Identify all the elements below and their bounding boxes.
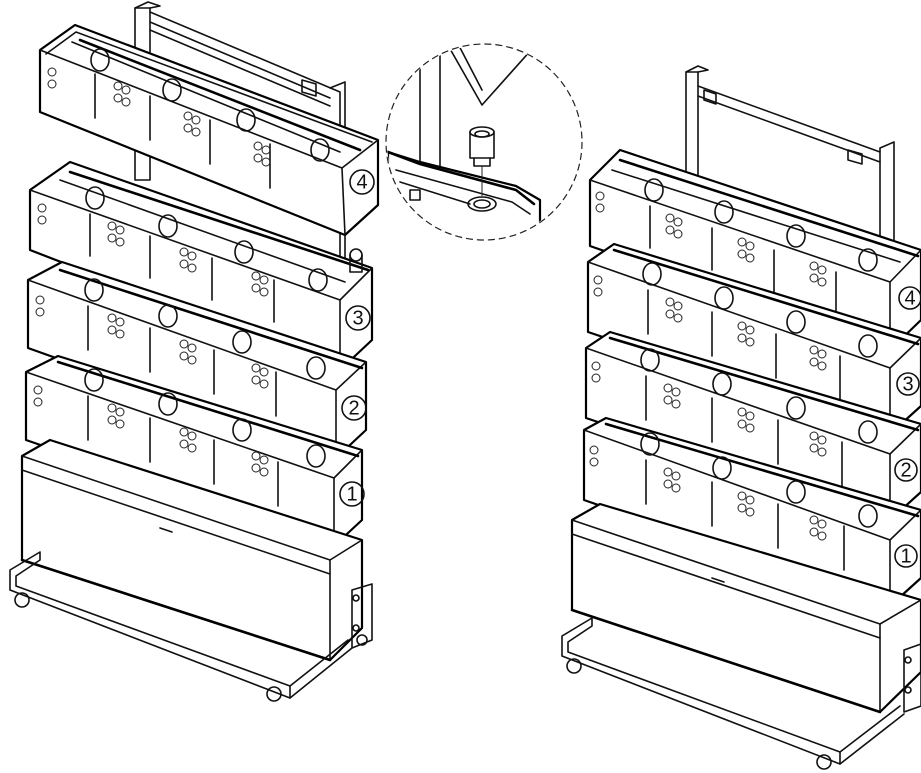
right-tier-1-tray: 1 xyxy=(582,416,921,608)
tier-number-label: 3 xyxy=(352,307,363,329)
left-tier-1-tray: 1 xyxy=(24,354,365,548)
right-planter-unit: 4 3 xyxy=(561,65,921,770)
left-wheel-front xyxy=(14,592,30,608)
right-tier-3-tray: 3 xyxy=(586,242,921,436)
right-wheel-front xyxy=(566,658,582,674)
pipe-connector xyxy=(469,126,495,196)
left-wheel-rear xyxy=(266,686,282,702)
tier-number-label: 1 xyxy=(346,483,357,505)
left-tier-4-cells xyxy=(47,48,330,189)
right-tier-2-tray: 2 xyxy=(584,330,921,522)
tier-number-label: 1 xyxy=(900,545,911,567)
tier-number-label: 4 xyxy=(356,171,367,193)
right-water-reservoir xyxy=(570,502,921,714)
tier-number-label: 3 xyxy=(902,373,913,395)
left-water-reservoir xyxy=(20,438,364,662)
tier-number-label: 2 xyxy=(900,459,911,481)
tier-badge xyxy=(349,169,375,195)
right-tier-4-tray: 4 xyxy=(588,148,921,352)
tier-number-label: 2 xyxy=(348,397,359,419)
right-base-frame xyxy=(561,617,921,770)
detail-callout xyxy=(385,43,583,241)
left-tier-2-tray: 2 xyxy=(26,260,368,460)
left-base-frame xyxy=(9,551,373,702)
right-wheel-rear xyxy=(816,754,832,770)
left-tier-4-tray: 4 xyxy=(38,23,380,237)
left-planter-unit: 4 3 xyxy=(9,1,380,702)
tray-outlet xyxy=(409,189,497,212)
tier-number-label: 4 xyxy=(904,287,915,309)
